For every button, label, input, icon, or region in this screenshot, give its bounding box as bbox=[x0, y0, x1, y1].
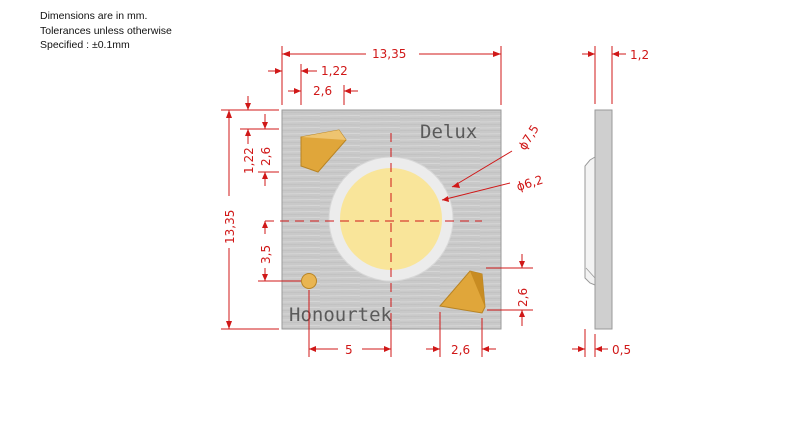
polarity-mark bbox=[301, 273, 317, 289]
dim-outer-diameter: ϕ7,5 bbox=[516, 122, 542, 152]
center-lines bbox=[265, 133, 482, 316]
dim-spacing-y: 3,5 bbox=[259, 245, 273, 264]
dim-height: 13,35 bbox=[223, 210, 237, 244]
phosphor-area bbox=[340, 168, 442, 270]
note-line-2: Tolerances unless otherwise bbox=[40, 24, 172, 37]
dim-thickness: 1,2 bbox=[630, 48, 649, 62]
led-side-view bbox=[584, 109, 613, 330]
dim-width: 13,35 bbox=[372, 47, 406, 61]
note-line-3: Specified : ±0.1mm bbox=[40, 39, 130, 51]
led-front-view: Delux Honourtek bbox=[265, 109, 502, 330]
dimension-labels: 13,35 1,22 2,6 13,35 1,22 2,6 3,5 5 2,6 … bbox=[223, 47, 649, 357]
dim-pad-offset-y: 1,22 bbox=[242, 147, 256, 174]
dim-pad-height-br: 2,6 bbox=[516, 288, 530, 307]
arrowheads bbox=[226, 51, 619, 352]
dim-inner-diameter: ϕ6,2 bbox=[515, 173, 545, 194]
side-phosphor-dome bbox=[584, 156, 596, 286]
bottom-right-pad-shade bbox=[470, 271, 485, 307]
dim-spacing-x: 5 bbox=[345, 343, 353, 357]
dim-pad-width: 2,6 bbox=[313, 84, 332, 98]
side-substrate bbox=[594, 109, 613, 330]
note-line-1: Dimensions are in mm. bbox=[40, 10, 148, 22]
dim-side-step: 0,5 bbox=[612, 343, 631, 357]
dim-pad-offset-x: 1,22 bbox=[321, 64, 348, 78]
dimension-notes: Dimensions are in mm. Tolerances unless … bbox=[40, 9, 172, 53]
top-left-pad-highlight bbox=[301, 130, 346, 140]
dim-pad-width-br: 2,6 bbox=[451, 343, 470, 357]
dim-pad-height: 2,6 bbox=[259, 147, 273, 166]
brand-delux: Delux bbox=[420, 121, 477, 143]
brand-honourtek: Honourtek bbox=[289, 304, 393, 326]
